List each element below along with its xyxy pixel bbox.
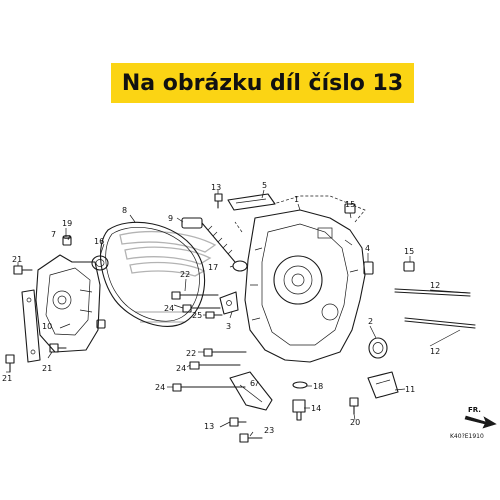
callout-24c: 24 <box>176 364 186 373</box>
callout-14: 14 <box>311 404 321 413</box>
part-1-crankcase <box>234 195 366 363</box>
callout-8: 8 <box>122 206 127 215</box>
part-23-bolt <box>239 433 263 443</box>
part-20-bolt <box>349 397 359 415</box>
callout-12b: 12 <box>430 347 440 356</box>
callout-20: 20 <box>350 418 360 427</box>
front-direction-indicator: FR. <box>464 406 497 429</box>
part-5-bracket <box>227 193 276 211</box>
leader-lines <box>6 189 471 437</box>
part-7-left-cover <box>21 254 101 363</box>
part-8-gasket <box>100 221 206 327</box>
callout-11: 11 <box>405 385 415 394</box>
callout-17: 17 <box>208 263 218 272</box>
part-24-bolts <box>172 304 246 392</box>
part-3-plate <box>219 291 239 315</box>
callout-15b: 15 <box>404 247 414 256</box>
callout-21c: 21 <box>2 374 12 383</box>
callout-24b: 24 <box>155 383 165 392</box>
callout-2: 2 <box>368 317 373 326</box>
watermark-logo <box>119 230 217 323</box>
part-14-drain-plug <box>292 399 306 421</box>
direction-label: FR. <box>468 406 481 414</box>
callout-21b: 21 <box>42 364 52 373</box>
part-13-bolts <box>214 193 247 427</box>
callout-21a: 21 <box>12 255 22 264</box>
callout-22a: 22 <box>180 270 190 279</box>
part-18-washer <box>292 381 308 389</box>
part-4-dowel <box>363 261 374 275</box>
part-17-o-ring <box>232 260 248 272</box>
callout-9: 9 <box>168 214 173 223</box>
part-12-studs <box>394 288 476 329</box>
part-19-dowel <box>62 235 106 329</box>
callout-16: 16 <box>94 237 104 246</box>
part-10-leader <box>59 323 71 329</box>
callout-10: 10 <box>42 322 52 331</box>
callout-13a: 13 <box>211 183 221 192</box>
banner-text: Na obrázku díl číslo 13 <box>121 70 404 96</box>
callout-3: 3 <box>226 322 231 331</box>
part-16-oil-seal <box>91 255 109 271</box>
callout-23: 23 <box>264 426 274 435</box>
diagram-code: K40?E1910 <box>450 433 484 440</box>
part-25-bolt <box>205 311 223 319</box>
banner: Na obrázku díl číslo 13 <box>111 63 414 103</box>
part-11-bracket <box>367 371 399 399</box>
callout-1: 1 <box>294 195 299 204</box>
part-2-bearing <box>368 337 388 359</box>
part-22-bolts <box>171 291 247 357</box>
callout-19: 19 <box>62 219 72 228</box>
part-9-dipstick <box>181 217 236 263</box>
callout-13b: 13 <box>204 422 214 431</box>
callout-7: 7 <box>51 230 56 239</box>
callout-5: 5 <box>262 181 267 190</box>
callout-22b: 22 <box>186 349 196 358</box>
callout-12a: 12 <box>430 281 440 290</box>
callout-18: 18 <box>313 382 323 391</box>
callout-15a: 15 <box>345 200 355 209</box>
part-21-bolts <box>5 265 67 373</box>
callout-24a: 24 <box>164 304 174 313</box>
part-6-bracket <box>229 371 273 411</box>
callout-6: 6 <box>250 379 255 388</box>
callout-4: 4 <box>365 244 370 253</box>
front-arrow-icon <box>464 415 497 429</box>
callout-25: 25 <box>192 311 202 320</box>
callout-labels: 1 2 3 4 5 6 7 8 9 10 11 12 12 13 13 14 1… <box>2 181 440 435</box>
